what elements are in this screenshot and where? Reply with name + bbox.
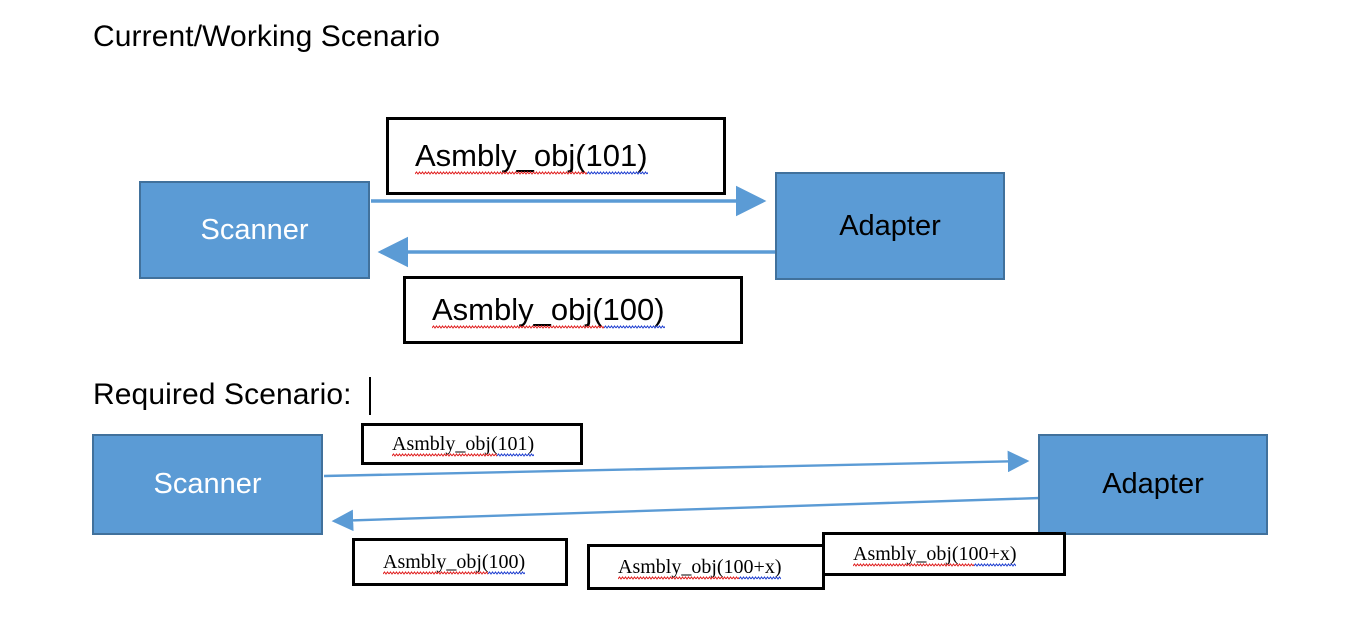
node-scanner-current[interactable]: Scanner	[139, 181, 370, 279]
node-adapter-required[interactable]: Adapter	[1038, 434, 1268, 535]
caption-text: Asmbly_obj(100+x)	[618, 555, 782, 578]
caption-text: Asmbly_obj(100)	[383, 550, 526, 573]
node-adapter-current[interactable]: Adapter	[775, 172, 1005, 280]
caption-text: Asmbly_obj(101)	[392, 432, 535, 455]
caption-bottom-request[interactable]: Asmbly_obj(101)	[361, 423, 583, 465]
arrow-bottom-response	[331, 496, 1041, 532]
text-cursor	[369, 377, 371, 415]
caption-bottom-response-3[interactable]: Asmbly_obj(100+x)	[822, 532, 1066, 576]
node-label: Scanner	[200, 213, 309, 246]
caption-text: Asmbly_obj(101)	[415, 138, 648, 173]
caption-top-request[interactable]: Asmbly_obj(101)	[386, 117, 726, 195]
node-scanner-required[interactable]: Scanner	[92, 434, 323, 535]
caption-text: Asmbly_obj(100+x)	[853, 542, 1017, 565]
caption-bottom-response-1[interactable]: Asmbly_obj(100)	[352, 538, 568, 586]
caption-text: Asmbly_obj(100)	[432, 292, 665, 327]
node-label: Adapter	[1102, 468, 1204, 500]
page-title-current-scenario: Current/Working Scenario	[93, 20, 440, 53]
node-label: Adapter	[839, 209, 941, 242]
caption-bottom-response-2[interactable]: Asmbly_obj(100+x)	[587, 544, 825, 590]
caption-top-response[interactable]: Asmbly_obj(100)	[403, 276, 743, 344]
node-label: Scanner	[153, 468, 262, 500]
page-title-required-scenario: Required Scenario:	[93, 378, 352, 411]
